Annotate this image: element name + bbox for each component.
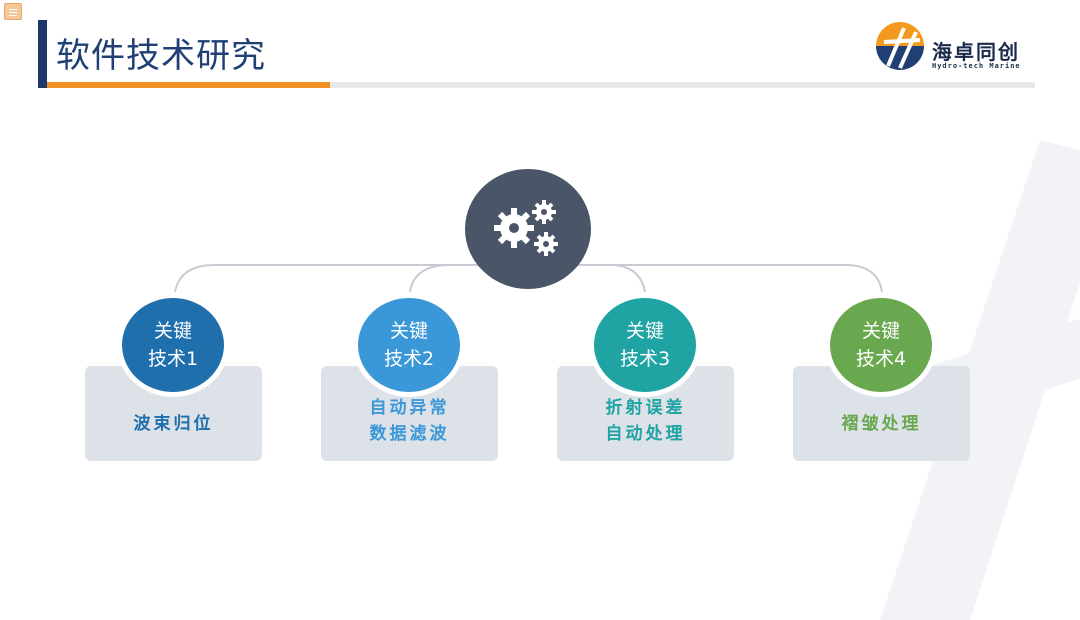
tech-2-label-line2: 技术2 [383,348,435,370]
title-underline [47,82,330,88]
tech-3-circle: 关键技术3 [589,293,701,397]
tech-4-circle: 关键技术4 [825,293,937,397]
title-accent-bar [38,20,47,88]
tech-1-label-line1: 关键 [153,320,192,342]
page-title: 软件技术研究 [56,36,266,76]
logo: 海卓同创 Hydro-tech Marine [874,20,1044,75]
tech-3-desc-line1: 折射误差 [605,398,686,418]
hub-gears [465,169,591,289]
tech-3-label-line1: 关键 [625,320,664,342]
title-underline-track [330,82,1035,88]
tech-3-desc-box: 折射误差自动处理 [557,366,734,461]
tech-2-label-line1: 关键 [389,320,428,342]
tech-3-label-line2: 技术3 [619,348,671,370]
gears-icon [494,200,558,256]
tech-4-label-line1: 关键 [861,320,900,342]
logo-name-cn: 海卓同创 [932,40,1020,64]
tech-4-label-line2: 技术4 [855,348,907,370]
tech-1-desc: 波束归位 [133,414,214,434]
tech-4-desc: 褶皱处理 [841,414,922,434]
tech-2-desc-line1: 自动异常 [369,398,450,418]
tech-2-desc-line2: 数据滤波 [369,424,450,444]
comment-icon[interactable] [4,3,22,20]
logo-name-en: Hydro-tech Marine [932,62,1021,70]
tech-2-circle: 关键技术2 [353,293,465,397]
logo-mark-icon [876,22,924,70]
tech-1-circle: 关键技术1 [117,293,229,397]
tech-1-label-line2: 技术1 [147,348,199,370]
tech-3-desc-line2: 自动处理 [605,424,686,444]
